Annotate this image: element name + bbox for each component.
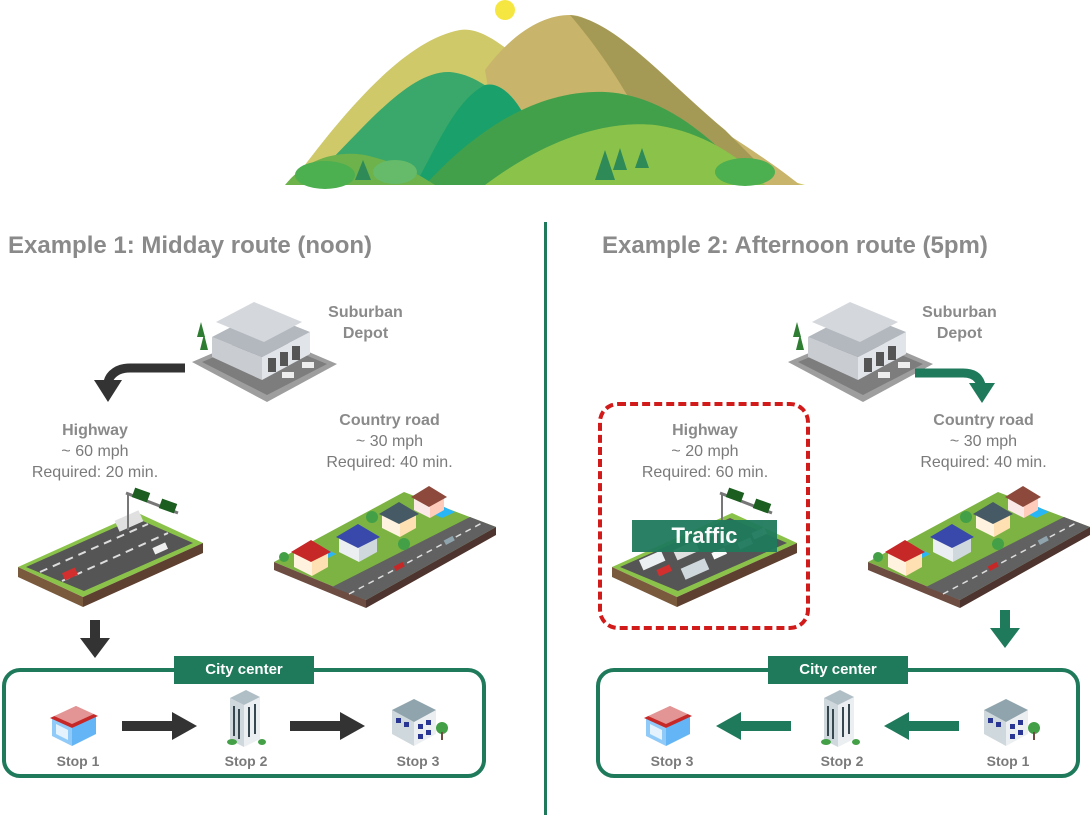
warehouse-icon xyxy=(192,302,337,402)
office-building-icon xyxy=(392,699,448,746)
arrow-icon xyxy=(80,620,110,658)
stop-label: Stop 2 xyxy=(224,753,268,769)
depot-label-line2: Depot xyxy=(936,325,983,342)
country-road-required: Required: 40 min. xyxy=(920,454,1047,471)
arrow-icon xyxy=(716,712,791,740)
country-road-info: Country road ~ 30 mph Required: 40 min. xyxy=(312,410,467,473)
highway-info: Highway ~ 20 mph Required: 60 min. xyxy=(625,420,785,483)
depot-label: Suburban Depot xyxy=(912,302,1007,344)
traffic-highlight-box xyxy=(598,402,810,630)
store-icon xyxy=(644,706,692,746)
arrow-icon xyxy=(290,712,365,740)
highway-icon xyxy=(612,487,797,607)
arrow-icon xyxy=(915,368,995,403)
depot-label-line1: Suburban xyxy=(922,304,997,321)
office-building-icon xyxy=(984,699,1040,746)
neighborhood-icon xyxy=(868,486,1090,608)
arrow-icon xyxy=(94,363,185,402)
country-road-speed: ~ 30 mph xyxy=(949,433,1018,450)
highway-name: Highway xyxy=(672,422,738,439)
traffic-label: Traffic xyxy=(632,520,777,552)
stop-label: Stop 3 xyxy=(650,753,694,769)
store-icon xyxy=(50,706,98,746)
center-divider xyxy=(544,222,547,815)
example2-title: Example 2: Afternoon route (5pm) xyxy=(602,232,988,259)
highway-info: Highway ~ 60 mph Required: 20 min. xyxy=(30,420,160,483)
arrow-icon xyxy=(122,712,197,740)
highway-speed: ~ 60 mph xyxy=(61,443,129,460)
stop-label: Stop 1 xyxy=(986,753,1030,769)
office-tower-icon xyxy=(821,690,860,747)
office-tower-icon xyxy=(227,690,266,747)
arrow-icon xyxy=(990,610,1020,648)
city-center-label: City center xyxy=(768,656,908,684)
highway-required: Required: 60 min. xyxy=(641,464,769,481)
depot-label-line2: Depot xyxy=(342,325,389,342)
country-road-name: Country road xyxy=(933,412,1034,429)
depot-label-line1: Suburban xyxy=(328,304,403,321)
highway-speed: ~ 20 mph xyxy=(671,443,739,460)
example1-title: Example 1: Midday route (noon) xyxy=(8,232,373,259)
neighborhood-icon xyxy=(274,486,496,608)
country-road-name: Country road xyxy=(339,412,440,429)
warehouse-icon xyxy=(788,302,933,402)
city-center-label: City center xyxy=(174,656,314,684)
stop-label: Stop 1 xyxy=(56,753,100,769)
country-road-required: Required: 40 min. xyxy=(326,454,453,471)
depot-label: Suburban Depot xyxy=(318,302,413,344)
stop-label: Stop 2 xyxy=(820,753,864,769)
highway-required: Required: 20 min. xyxy=(31,464,159,481)
highway-name: Highway xyxy=(62,422,128,439)
arrow-icon xyxy=(884,712,959,740)
country-road-info: Country road ~ 30 mph Required: 40 min. xyxy=(906,410,1061,473)
stop-label: Stop 3 xyxy=(396,753,440,769)
highway-icon xyxy=(18,487,203,607)
mountain-icon xyxy=(285,0,805,189)
country-road-speed: ~ 30 mph xyxy=(355,433,424,450)
